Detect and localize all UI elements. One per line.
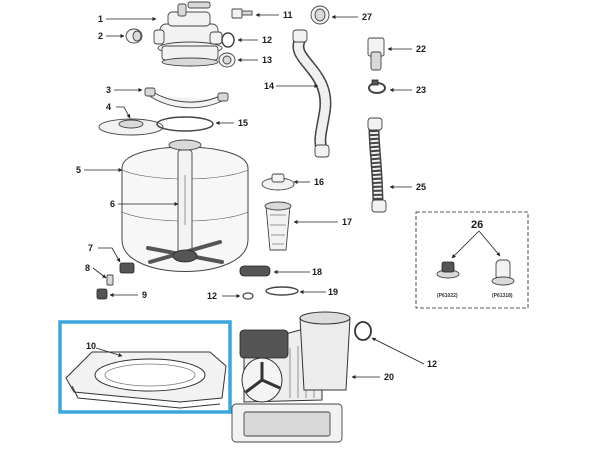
variant-a-code: (P61022): [437, 293, 458, 299]
leader-lines: [84, 13, 501, 379]
label-20: 20: [384, 372, 394, 382]
label-14: 14: [264, 81, 274, 91]
highlight-box: [58, 320, 232, 414]
tank-o-ring: [156, 116, 214, 132]
drain-plug-screw: [231, 8, 253, 19]
label-10: 10: [86, 341, 96, 351]
label-7: 7: [88, 243, 93, 253]
hose-14: [292, 29, 332, 158]
filter-base: [65, 351, 227, 409]
part-labels: 1 2 11 27 12 13 14 22 23 3 4 15 5 6 16 1…: [76, 10, 513, 382]
label-16: 16: [314, 177, 324, 187]
label-17: 17: [342, 217, 352, 227]
label-12-right: 12: [427, 359, 437, 369]
hose-25: [367, 117, 387, 213]
label-3: 3: [106, 85, 111, 95]
label-2: 2: [98, 31, 103, 41]
pump: [231, 311, 351, 443]
multiport-valve: [153, 1, 223, 67]
o-ring-right: [354, 321, 372, 341]
hose-adapter-22: [367, 37, 385, 71]
filter-tank: [121, 139, 249, 272]
label-13: 13: [262, 55, 272, 65]
drain-cap: [310, 5, 330, 25]
label-1: 1: [98, 14, 103, 24]
label-18: 18: [312, 267, 322, 277]
label-5: 5: [76, 165, 81, 175]
tank-clamp: [144, 87, 229, 109]
label-4: 4: [106, 102, 111, 112]
variant-box: [415, 211, 529, 309]
variant-b-code: (P61318): [492, 293, 513, 299]
label-12-top: 12: [262, 35, 272, 45]
o-ring-19: [265, 286, 299, 296]
label-25: 25: [416, 182, 426, 192]
strainer-cover: [261, 173, 295, 191]
label-27: 27: [362, 12, 372, 22]
label-6: 6: [110, 199, 115, 209]
variant-part-b: [491, 259, 515, 286]
sight-glass-cap: [125, 28, 143, 44]
drain-assembly: [96, 262, 135, 300]
label-22: 22: [416, 44, 426, 54]
o-ring-small: [242, 292, 254, 300]
strainer-basket: [264, 201, 292, 251]
hose-connector-18: [239, 265, 271, 277]
o-ring: [221, 32, 235, 48]
label-26: 26: [471, 219, 483, 231]
label-9: 9: [142, 290, 147, 300]
label-23: 23: [416, 85, 426, 95]
label-11: 11: [283, 10, 293, 20]
label-8: 8: [85, 263, 90, 273]
tank-lid: [98, 118, 164, 136]
variant-part-a: [436, 261, 460, 279]
union-nut: [218, 52, 236, 68]
hose-clamp-23: [368, 79, 386, 94]
label-19: 19: [328, 287, 338, 297]
label-15: 15: [238, 118, 248, 128]
label-12-mid: 12: [207, 291, 217, 301]
